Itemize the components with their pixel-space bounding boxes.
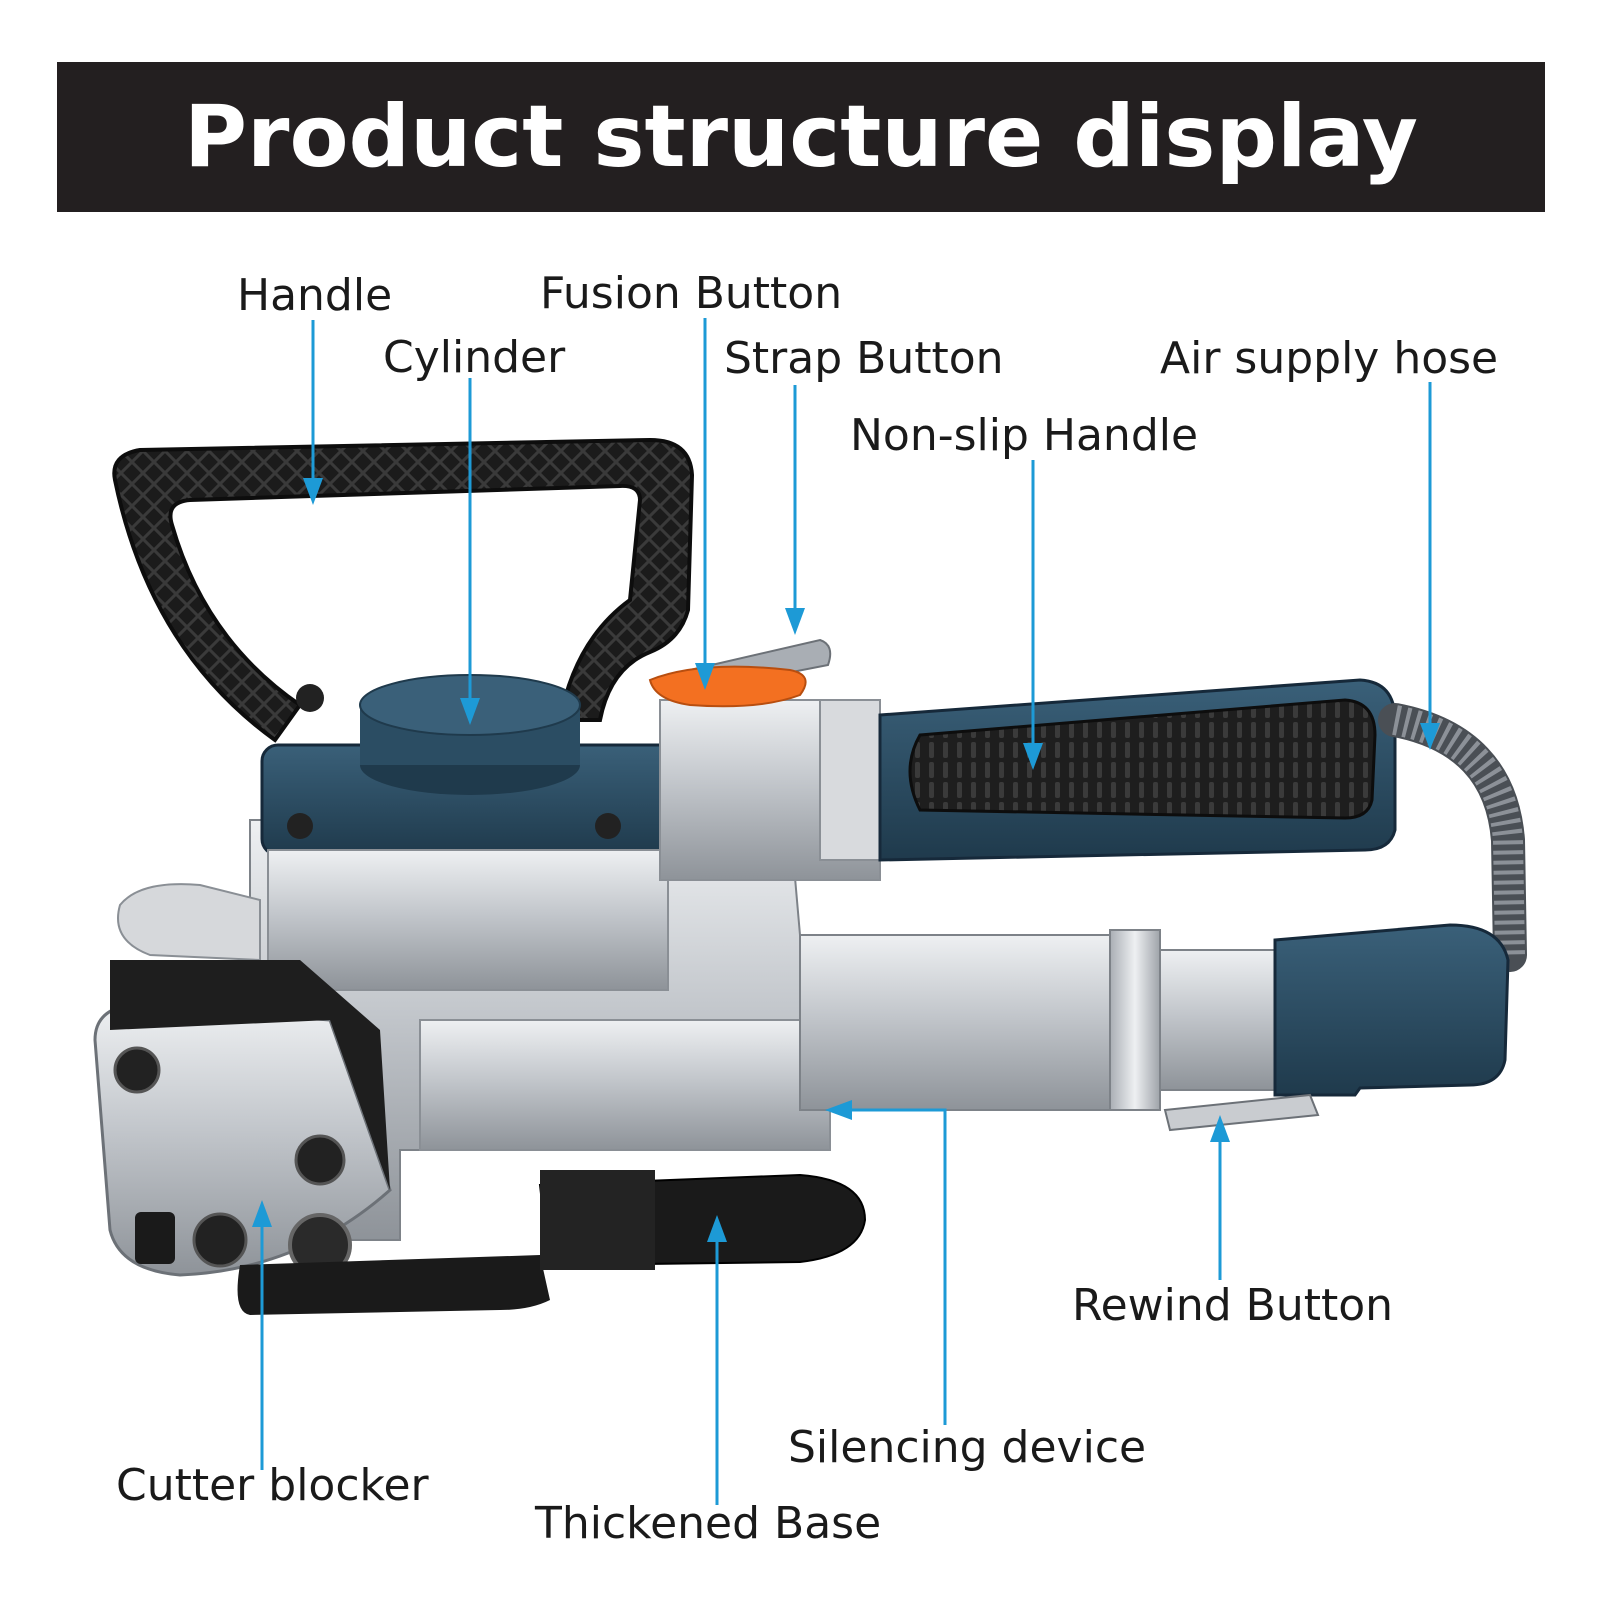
base-plate — [237, 1255, 551, 1315]
label-thickened-base: Thickened Base — [534, 1498, 881, 1549]
strapping-tool — [93, 437, 1527, 1315]
label-rewind-button: Rewind Button — [1072, 1280, 1393, 1331]
screw — [296, 684, 324, 712]
muffler-barrel — [799, 934, 1111, 1111]
arrowhead-air-supply-hose — [1420, 723, 1440, 750]
screw — [595, 813, 621, 839]
leader-lines — [252, 318, 1440, 1505]
label-cylinder: Cylinder — [383, 332, 566, 383]
arrowhead-strap-button — [785, 608, 805, 635]
front-roller — [117, 883, 261, 962]
arrowhead-rewind-button — [1210, 1115, 1230, 1142]
leader-silencing-device — [850, 1108, 947, 1425]
arrowhead-fusion-button — [695, 663, 715, 690]
arrowhead-silencing-device — [825, 1100, 852, 1120]
cutter-frame — [110, 960, 390, 1190]
fusion-lever — [648, 665, 807, 708]
arrowhead-cutter-blocker — [252, 1200, 272, 1227]
barrel-end — [1159, 949, 1281, 1091]
screw — [287, 813, 313, 839]
carry-handle — [112, 437, 695, 743]
rewind-lever — [1163, 1093, 1320, 1132]
title-bar: Product structure display — [57, 62, 1545, 212]
non-slip-grip — [908, 698, 1377, 820]
barrel-nut — [1109, 929, 1161, 1111]
cutter-bolt — [192, 1212, 248, 1268]
lower-block — [419, 1019, 831, 1151]
cutter-bolt — [294, 1134, 346, 1186]
label-cutter-blocker: Cutter blocker — [116, 1460, 430, 1511]
valve-collar — [819, 699, 881, 861]
air-inlet-fitting — [1273, 923, 1510, 1097]
arrowhead-cylinder — [460, 698, 480, 725]
arrowhead-non-slip-handle — [1023, 743, 1043, 770]
labels: Handle Cylinder Fusion Button Strap Butt… — [116, 268, 1498, 1549]
arrowhead-thickened-base — [707, 1215, 727, 1242]
cutter-stop — [135, 1212, 175, 1264]
page-title: Product structure display — [184, 87, 1418, 187]
base-foot-block — [540, 1170, 655, 1270]
head-block — [267, 849, 669, 991]
cutter-bolt — [113, 1046, 161, 1094]
label-silencing-device: Silencing device — [788, 1422, 1146, 1473]
label-fusion-button: Fusion Button — [540, 268, 842, 319]
label-non-slip-handle: Non-slip Handle — [850, 410, 1198, 461]
air-hose — [1378, 703, 1527, 972]
arrowhead-handle — [303, 478, 323, 505]
label-strap-button: Strap Button — [724, 333, 1004, 384]
label-air-supply-hose: Air supply hose — [1160, 333, 1498, 384]
label-handle: Handle — [237, 270, 392, 321]
